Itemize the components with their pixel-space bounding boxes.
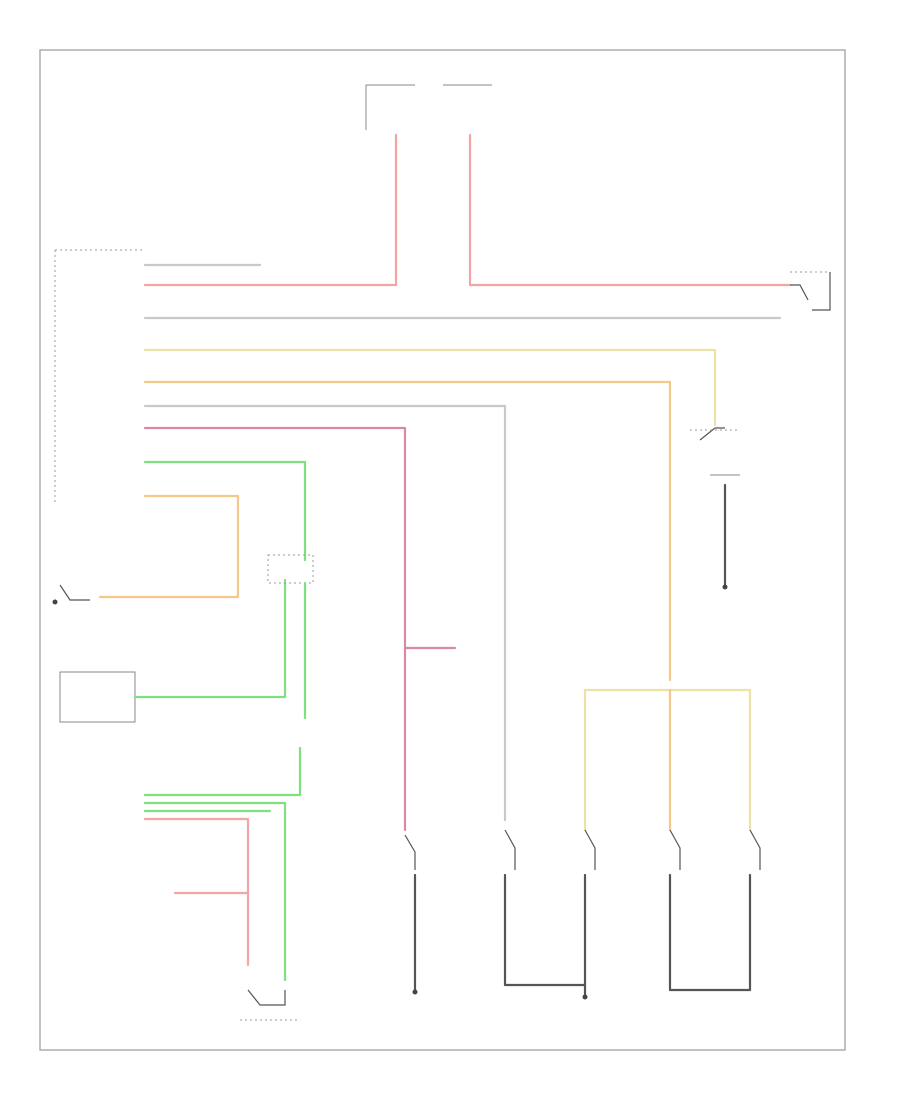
switch-5	[749, 829, 761, 870]
module-connector	[54, 249, 145, 505]
switch-3	[584, 829, 596, 870]
door-switch-bus	[583, 688, 752, 832]
ground-point-2	[52, 599, 58, 605]
bottom-switches	[404, 829, 761, 870]
buckle-switch	[173, 891, 300, 1021]
splice-pack	[267, 554, 314, 584]
switch-2	[504, 829, 516, 870]
ignition-switch	[790, 271, 831, 311]
battery-feed-wires	[143, 133, 792, 287]
ground-point-4	[582, 994, 588, 1000]
turn-signal-switch	[690, 373, 740, 590]
fuse-block	[365, 84, 492, 130]
seatbelt-circuits	[133, 554, 314, 982]
switch-4	[669, 829, 681, 870]
ground-point-1	[722, 584, 728, 590]
instrument-cluster-box	[59, 671, 136, 723]
ground-wires	[412, 873, 752, 1000]
ground-point-3	[412, 989, 418, 995]
seatbelt-module	[52, 584, 136, 723]
wire-stubs	[98, 263, 782, 832]
switch-1	[404, 834, 416, 870]
diagram-frame	[39, 49, 846, 1051]
